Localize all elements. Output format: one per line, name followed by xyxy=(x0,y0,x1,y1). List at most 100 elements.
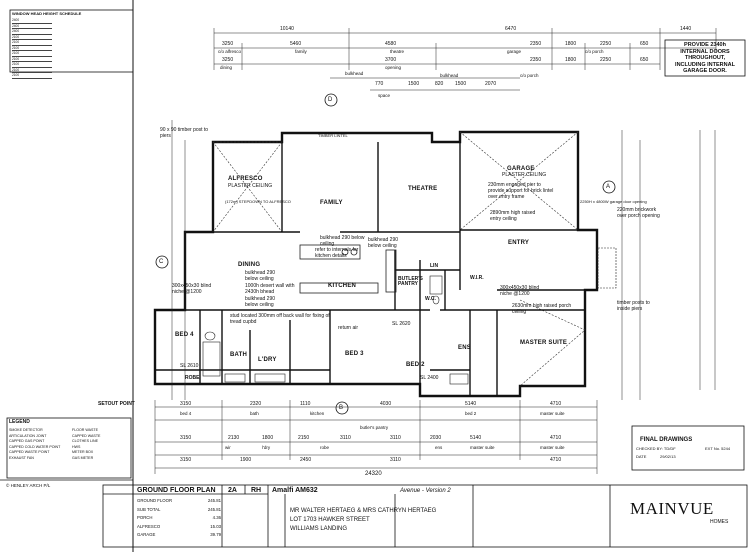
date-label: DATE xyxy=(636,454,647,459)
dim-top: 2070 xyxy=(485,81,497,87)
area-value: 15.03 xyxy=(210,523,221,529)
dim-bottom: 2320 xyxy=(250,401,262,407)
dim-bottom: 2450 xyxy=(300,457,312,463)
dim-top: 770 xyxy=(375,81,384,87)
internal-walls xyxy=(155,142,597,396)
legend-column-right: FLOOR WASTE CAPPED WASTE CLOTHES LINE HW… xyxy=(72,428,130,461)
refer-kitchen-note: refer to internals for kitchen details xyxy=(315,247,359,259)
bulkhead-dining-note: bulkhead 290 below ceiling xyxy=(245,270,276,282)
alfresco-stepdown-note: (172m) STEPDOWN TO ALFRESCO xyxy=(225,199,291,204)
note-line: PROVIDE 2340h xyxy=(684,42,726,48)
dim-label: l'dry xyxy=(262,445,271,450)
dim-top: 1440 xyxy=(680,26,692,32)
elevation-b-label: B xyxy=(339,405,344,411)
sl-note: SL 2620 xyxy=(392,321,411,327)
window-schedule-title: WINDOW HEAD HEIGHT SCHEDULE xyxy=(12,11,82,16)
area-label: GARAGE xyxy=(137,532,156,537)
legend-item: EXHAUST FAN xyxy=(9,455,34,460)
client-details: MR WALTER HERTAEG & MRS CATHRYN HERTAEG … xyxy=(290,507,436,534)
area-label: GROUND FLOOR xyxy=(137,498,173,503)
date-value: 29/02/13 xyxy=(660,454,676,459)
legend-title: LEGEND xyxy=(9,419,30,425)
dim-bottom: 4030 xyxy=(380,401,392,407)
dim-label: ens xyxy=(435,445,443,450)
sheet-revision: RH xyxy=(251,487,262,494)
dim-top: 1800 xyxy=(565,41,577,47)
dim-label: opening xyxy=(385,65,402,70)
schedule-row: 2100 xyxy=(12,35,52,40)
legend-item: ARTICULATION JOINT xyxy=(9,433,47,438)
brickwork-note: 220mm brickwork over porch opening xyxy=(617,207,660,219)
dim-label: master suite xyxy=(540,445,565,450)
bulkhead-dining2-note: bulkhead 290 below ceiling xyxy=(245,296,276,308)
dim-bottom: 3110 xyxy=(390,435,401,441)
dim-label: bulkhead xyxy=(440,73,459,78)
dim-bottom: 5140 xyxy=(470,435,482,441)
dim-label: dining xyxy=(220,65,233,70)
schedule-row: 2400 xyxy=(12,24,52,29)
dim-label: robe xyxy=(320,445,330,450)
brand-logo: MAINVUE xyxy=(630,499,714,518)
dim-label: garage xyxy=(507,49,522,54)
area-value: 4.36 xyxy=(212,515,221,520)
legend-item: FLOOR WASTE xyxy=(72,428,99,432)
dim-label: bed 2 xyxy=(465,411,477,416)
room-robe: ROBE xyxy=(185,375,200,381)
client-line: MR WALTER HERTAEG & MRS CATHRYN HERTAEG xyxy=(290,508,437,514)
house-type: Amalfi AM632 xyxy=(272,487,318,494)
dim-label: master suite xyxy=(540,411,565,416)
dim-bottom: 2130 xyxy=(228,435,240,441)
dim-top: 1500 xyxy=(455,81,467,87)
dim-top: 3250 xyxy=(222,41,234,47)
stud-located-note: stud located 300mm off back wall for fix… xyxy=(230,313,330,325)
dim-top: 3250 xyxy=(222,57,234,63)
dim-bottom: 3150 xyxy=(180,401,192,407)
side-dimension-lines xyxy=(171,120,716,400)
garage-ceiling-note: PLASTER CEILING xyxy=(502,172,547,178)
legend-item: CAPPED WASTE xyxy=(72,433,101,438)
room-butlers-pantry: BUTLER'S PANTRY xyxy=(398,276,423,287)
room-theatre: THEATRE xyxy=(408,186,438,192)
note-line: INTERNAL DOORS xyxy=(680,48,730,55)
checked-by: CHECKED BY: TD/DF xyxy=(636,446,676,451)
alfresco-ceiling-note: PLASTER CEILING xyxy=(228,183,273,189)
room-bed-4: BED 4 xyxy=(175,332,194,338)
sheet-title: GROUND FLOOR PLAN xyxy=(137,487,216,494)
dim-bottom: 1800 xyxy=(262,435,274,441)
timber-posts-note: timber posts to inside piers xyxy=(617,300,650,312)
schedule-row: 2100 xyxy=(12,62,52,68)
room-family: FAMILY xyxy=(320,200,343,206)
dim-bottom: 3110 xyxy=(390,457,401,463)
area-value: 245.81 xyxy=(207,498,221,503)
sl-note: SL 2400 xyxy=(420,375,439,381)
dim-label: c/o porch xyxy=(585,49,604,54)
elevation-d-label: D xyxy=(328,97,333,103)
schedule-row: 2100 xyxy=(12,57,52,62)
entry-ceiling-note: 2890mm high raised entry ceiling xyxy=(490,210,536,222)
dim-label: kitchen xyxy=(310,411,325,416)
legend-item: SMOKE DETECTOR xyxy=(9,428,43,432)
porch-ceiling-note: 2630mm high raised porch ceiling xyxy=(512,303,572,315)
facade-name: Avenue - Version 2 xyxy=(400,488,451,494)
schedule-row: 2100 xyxy=(12,68,52,73)
note-line: THROUGHOUT, xyxy=(684,55,726,61)
window-schedule-rows: 2400 2400 2400 2100 2100 2100 2100 2100 … xyxy=(12,18,52,79)
return-air-note: return air xyxy=(338,325,359,331)
copyright-note: © HENLEY ARCH P/L xyxy=(6,483,51,488)
bottom-dimension-lines xyxy=(154,400,598,474)
note-line: INCLUDING INTERNAL xyxy=(675,61,735,68)
dim-label: theatre xyxy=(390,49,405,54)
area-label: SUB TOTAL xyxy=(137,506,161,512)
dim-top: 650 xyxy=(640,41,649,47)
dim-top: 3700 xyxy=(385,57,397,63)
client-line: LOT 1703 HAWKER STREET xyxy=(290,517,370,523)
dim-top: 5460 xyxy=(290,41,302,47)
brand-subtitle: HOMES xyxy=(710,519,729,525)
room-laundry: L'DRY xyxy=(258,357,277,363)
top-dimension-lines xyxy=(213,28,717,91)
room-bath: BATH xyxy=(230,352,248,358)
dim-top: 6470 xyxy=(505,26,517,32)
dim-label: c/o alfresco xyxy=(218,49,242,54)
dim-top: 10140 xyxy=(280,26,294,32)
